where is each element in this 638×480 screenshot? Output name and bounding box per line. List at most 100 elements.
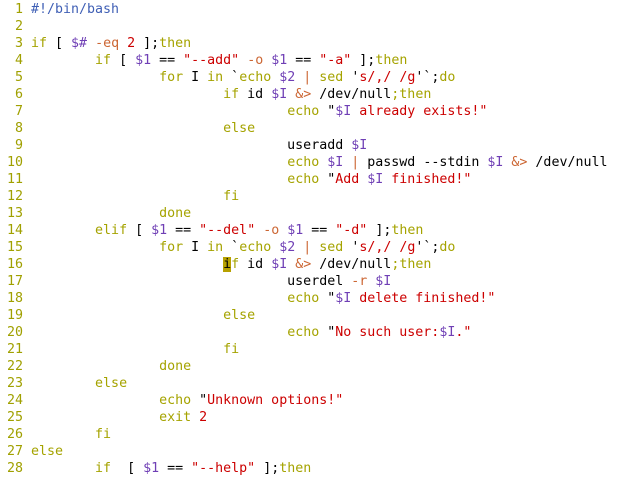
code-token: No such user: (335, 325, 440, 340)
code-line[interactable]: 26 fi (0, 426, 638, 443)
code-text: echo "$I delete finished!" (31, 290, 495, 307)
code-text: else (31, 443, 63, 460)
code-token: "--help" (191, 461, 256, 476)
code-line[interactable]: 23 else (0, 375, 638, 392)
code-token: /dev/null (311, 87, 392, 102)
code-text: echo "$I already exists!" (31, 103, 487, 120)
line-number: 18 (6, 291, 23, 306)
code-token: &> (287, 87, 312, 102)
line-number: 8 (14, 121, 23, 136)
code-line[interactable]: 17 userdel -r $I (0, 273, 638, 290)
code-token: sed (319, 240, 344, 255)
code-token: echo (287, 104, 320, 119)
code-token: == (287, 53, 320, 68)
line-number: 24 (6, 393, 23, 408)
code-line[interactable]: 9 useradd $I (0, 137, 638, 154)
code-token: [ (127, 223, 152, 238)
code-token (31, 240, 159, 255)
line-number: 9 (14, 138, 23, 153)
code-line[interactable]: 8 else (0, 120, 638, 137)
code-text: elif [ $1 == "--del" -o $1 == "-d" ];the… (31, 222, 423, 239)
code-line[interactable]: 12 fi (0, 188, 638, 205)
code-token: [ (47, 36, 72, 51)
code-text: else (31, 307, 255, 324)
code-line[interactable]: 19 else (0, 307, 638, 324)
line-number: 5 (14, 70, 23, 85)
line-number: 12 (6, 189, 23, 204)
code-line[interactable]: 22 done (0, 358, 638, 375)
code-line[interactable]: 6 if id $I &> /dev/null;then (0, 86, 638, 103)
code-token (31, 257, 223, 272)
code-line[interactable]: 28 if [ $1 == "--help" ];then (0, 460, 638, 477)
code-line[interactable]: 10 echo $I | passwd --stdin $I &> /dev/n… (0, 154, 638, 171)
code-token: if (95, 461, 112, 476)
code-text: done (31, 205, 191, 222)
code-token: -o (255, 223, 288, 238)
code-token (31, 342, 223, 357)
code-token: ' (343, 70, 360, 85)
code-token (31, 308, 223, 323)
code-token: echo (287, 325, 320, 340)
code-line[interactable]: 1#!/bin/bash (0, 1, 638, 18)
code-line[interactable]: 21 fi (0, 341, 638, 358)
code-text: echo "No such user:$I." (31, 324, 471, 341)
code-token: Add (335, 172, 368, 187)
code-line[interactable]: 5 for I in `echo $2 | sed 's/,/ /g'`;do (0, 69, 638, 86)
code-line[interactable]: 7 echo "$I already exists!" (0, 103, 638, 120)
code-text: else (31, 375, 127, 392)
code-token: I (183, 70, 208, 85)
code-token (31, 393, 159, 408)
code-token: -eq (87, 36, 128, 51)
line-number: 22 (6, 359, 23, 374)
line-number: 1 (14, 2, 23, 17)
code-token: Unknown options!" (207, 393, 344, 408)
code-line[interactable]: 16 if id $I &> /dev/null;then (0, 256, 638, 273)
code-token: '`; (415, 70, 440, 85)
code-token: " (319, 291, 336, 306)
line-number: 7 (14, 104, 23, 119)
code-token: $1 (143, 461, 160, 476)
code-token: fi (95, 427, 112, 442)
line-number: 25 (6, 410, 23, 425)
line-number: 4 (14, 53, 23, 68)
code-line[interactable]: 11 echo "Add $I finished!" (0, 171, 638, 188)
code-text: if id $I &> /dev/null;then (31, 86, 431, 103)
code-token: echo (287, 291, 320, 306)
code-token: s/,/ /g (359, 70, 416, 85)
code-token: ]; (351, 53, 376, 68)
code-token: ]; (135, 36, 160, 51)
code-token (31, 427, 95, 442)
code-line[interactable]: 25 exit 2 (0, 409, 638, 426)
code-token: $I (335, 104, 352, 119)
code-line[interactable]: 14 elif [ $1 == "--del" -o $1 == "-d" ];… (0, 222, 638, 239)
line-number: 28 (6, 461, 23, 476)
line-number: 14 (6, 223, 23, 238)
code-line[interactable]: 24 echo "Unknown options!" (0, 392, 638, 409)
code-token: " (319, 172, 336, 187)
code-line[interactable]: 18 echo "$I delete finished!" (0, 290, 638, 307)
code-token (31, 223, 95, 238)
code-token: ;then (391, 87, 432, 102)
code-token: [ (111, 53, 136, 68)
code-token: ." (455, 325, 472, 340)
code-text: echo "Add $I finished!" (31, 171, 471, 188)
code-token: $I (487, 155, 504, 170)
code-line[interactable]: 15 for I in `echo $2 | sed 's/,/ /g'`;do (0, 239, 638, 256)
code-token: "--del" (199, 223, 256, 238)
code-token (31, 325, 287, 340)
code-token: $I (367, 172, 384, 187)
code-token: id (239, 257, 272, 272)
code-line[interactable]: 13 done (0, 205, 638, 222)
code-token: /dev/null (311, 257, 392, 272)
code-line[interactable]: 4 if [ $1 == "--add" -o $1 == "-a" ];the… (0, 52, 638, 69)
code-token: $I (351, 138, 368, 153)
code-line[interactable]: 2 (0, 18, 638, 35)
line-number: 6 (14, 87, 23, 102)
code-token: 2 (199, 410, 208, 425)
code-token: | (295, 240, 320, 255)
code-token: == (151, 53, 184, 68)
code-line[interactable]: 20 echo "No such user:$I." (0, 324, 638, 341)
